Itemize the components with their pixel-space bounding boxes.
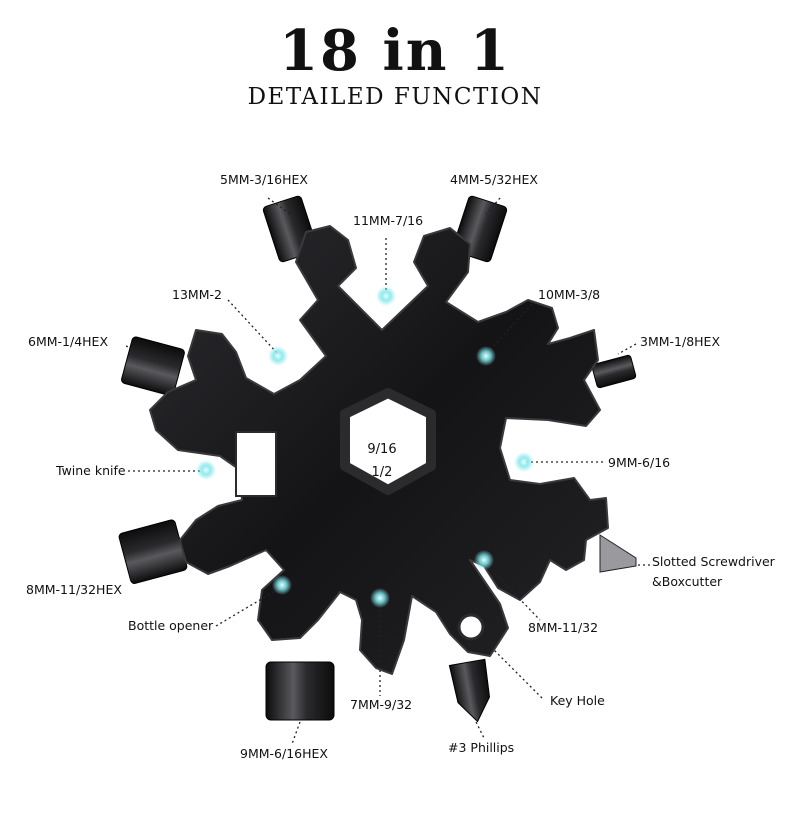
label-10mm: 10MM-3/8	[538, 287, 601, 302]
leader-lines	[125, 197, 650, 745]
slotted-screwdriver-blade	[599, 534, 637, 573]
label-slotted-screwdriver: Slotted Screwdriver	[652, 554, 775, 569]
label-3mm-hex: 3MM-1/8HEX	[640, 334, 721, 349]
label-11mm: 11MM-7/16	[353, 213, 424, 228]
label-6mm-hex: 6MM-1/4HEX	[28, 334, 109, 349]
label-twine-knife: Twine knife	[56, 463, 126, 478]
subtitle: DETAILED FUNCTION	[247, 84, 543, 110]
label-4mm-hex: 4MM-5/32HEX	[450, 172, 538, 187]
label-key-hole: Key Hole	[550, 693, 605, 708]
main-title: 18 in 1	[279, 18, 511, 84]
hex-bit-3mm	[591, 354, 637, 389]
label-9mm-hex: 9MM-6/16HEX	[240, 746, 328, 761]
label-8mm: 8MM-11/32	[528, 620, 599, 635]
hex-bit-6mm	[121, 336, 185, 397]
label-13mm: 13MM-2	[172, 287, 222, 302]
label-bottle-opener: Bottle opener	[128, 618, 214, 633]
phillips-bit	[448, 658, 491, 723]
glow-markers	[196, 286, 534, 608]
hex-bit-8mm	[118, 519, 188, 584]
label-7mm: 7MM-9/32	[350, 697, 413, 712]
label-5mm-hex: 5MM-3/16HEX	[220, 172, 308, 187]
center-size-2: 1/2	[371, 465, 393, 480]
label-phillips: #3 Phillips	[448, 740, 515, 755]
label-8mm-hex: 8MM-11/32HEX	[26, 582, 122, 597]
label-boxcutter: &Boxcutter	[652, 574, 723, 589]
label-9mm: 9MM-6/16	[608, 455, 671, 470]
hex-bit-9mm	[265, 661, 335, 721]
center-size-1: 9/16	[367, 442, 397, 457]
